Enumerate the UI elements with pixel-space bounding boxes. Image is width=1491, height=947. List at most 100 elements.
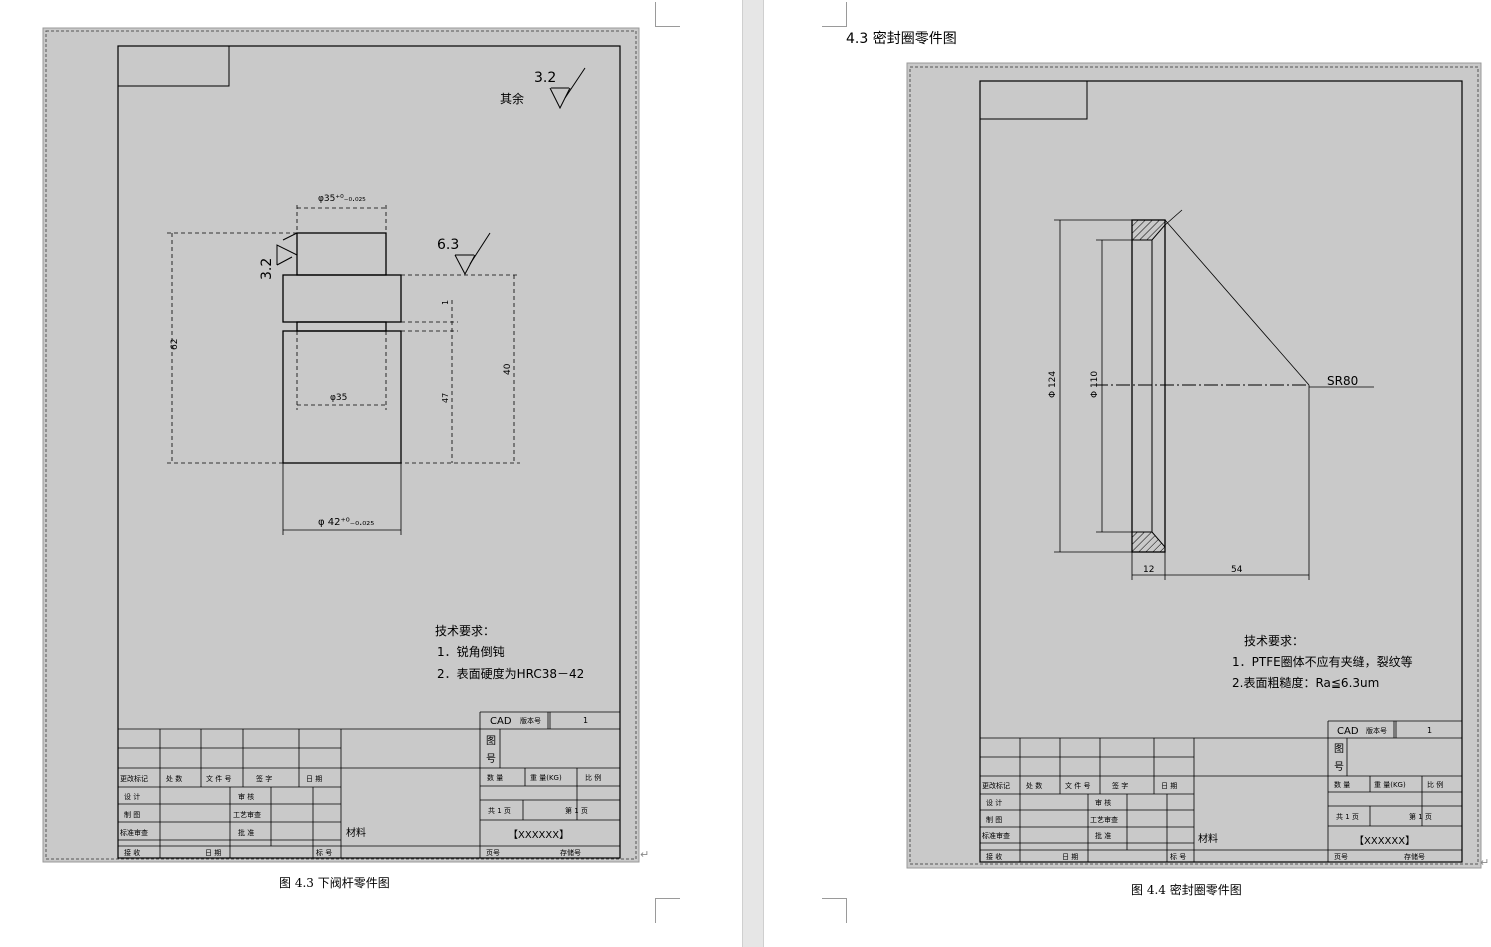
- roughness-left-value: 3.2: [259, 258, 275, 280]
- roughness-other-symbol: [549, 67, 586, 110]
- roughness-other-value: 3.2: [534, 70, 556, 86]
- title-block: [118, 711, 621, 858]
- tb2-date: 日 期: [1062, 853, 1078, 861]
- tb-company: 【XXXXXX】: [508, 829, 569, 841]
- tb-weight: 重 量(KG): [530, 774, 562, 782]
- tech-req-item-1-ring: 1．PTFE圈体不应有夹缝，裂纹等: [1232, 654, 1413, 669]
- tb-count: 处 数: [166, 774, 182, 783]
- tb-drawing-no-2: 号: [486, 753, 496, 765]
- tb2-sign: 签 字: [1112, 781, 1128, 790]
- tb2-page-label: 页号: [1334, 853, 1348, 861]
- dim-inner-diameter-ring: Φ 110: [1090, 371, 1100, 398]
- tb-cad: CAD: [490, 716, 512, 727]
- tb-std: 标准审查: [120, 828, 148, 837]
- section-heading: 4.3 密封圈零件图: [846, 31, 957, 47]
- tb-rev-mark: 更改标记: [120, 774, 148, 783]
- tb2-drawing-no-1: 图: [1334, 743, 1344, 755]
- roughness-mid-symbol: [454, 232, 491, 276]
- tb-process: 工艺审查: [233, 810, 261, 819]
- tb2-approve: 批 准: [1095, 831, 1111, 840]
- crop-mark-bottom-right: [655, 898, 680, 923]
- tb-material: 材料: [346, 826, 366, 839]
- roughness-mid-value: 6.3: [437, 237, 459, 253]
- tb-date: 日 期: [205, 849, 221, 857]
- tb2-version-value: 1: [1427, 726, 1432, 735]
- tb2-receive: 接 收: [986, 852, 1002, 861]
- tb2-mark: 标 号: [1170, 852, 1186, 861]
- dimension-lines: [167, 205, 520, 464]
- seal-ring-part: [1131, 219, 1166, 553]
- tech-req-title-ring: 技术要求：: [1244, 634, 1304, 648]
- tb2-cad: CAD: [1337, 726, 1359, 737]
- dim-top-diameter: φ35⁺⁰₋₀.₀₂₅: [318, 194, 366, 204]
- dim-small-height: 1: [441, 300, 450, 305]
- tb2-page-no: 第 1 页: [1409, 812, 1432, 821]
- document-page-right: 4.3 密封圈零件图: [764, 0, 1491, 947]
- page-gutter: [742, 0, 764, 947]
- figure-caption-right: 图 4.4 密封圈零件图: [1131, 883, 1242, 897]
- dim-radius: SR80: [1327, 374, 1358, 388]
- roughness-left-symbol: [276, 232, 298, 266]
- crop-mark-top-right: [655, 2, 680, 27]
- tb-archive: 存储号: [560, 848, 581, 857]
- tb2-draw: 制 图: [986, 815, 1002, 824]
- tech-req-item-2-ring: 2.表面粗糙度：Ra≦6.3um: [1232, 675, 1379, 690]
- tb-qty: 数 量: [487, 773, 503, 782]
- tb2-check: 审 核: [1095, 798, 1111, 807]
- tb2-design: 设 计: [986, 798, 1002, 807]
- dim-total-height: 62: [170, 339, 180, 350]
- dim-right-height: 40: [503, 363, 513, 375]
- bottom-dimension: [282, 463, 402, 535]
- tb-approve: 批 准: [238, 828, 254, 837]
- tb-receive: 接 收: [124, 848, 140, 857]
- tech-req-item-2: 2．表面硬度为HRC38－42: [437, 666, 584, 681]
- crop-mark-top-left: [822, 2, 847, 27]
- tb-total-pages: 共 1 页: [488, 806, 511, 815]
- tb-page-label: 页号: [486, 849, 500, 857]
- tb2-archive: 存储号: [1404, 852, 1425, 861]
- tb2-count: 处 数: [1026, 781, 1042, 790]
- crop-mark-bottom-left: [822, 898, 847, 923]
- tb2-date-col: 日 期: [1161, 782, 1177, 790]
- tb2-version-label: 版本号: [1366, 726, 1387, 735]
- tb-drawing-no-1: 图: [486, 735, 496, 747]
- tb-page-no: 第 1 页: [565, 806, 588, 815]
- dim-bottom-diameter: φ 42⁺⁰₋₀.₀₂₅: [318, 517, 374, 528]
- document-page-left: 其余 3.2: [0, 0, 742, 947]
- tb-check: 审 核: [238, 792, 254, 801]
- paragraph-mark-right: ↵: [1480, 856, 1490, 869]
- tb2-std: 标准审查: [982, 831, 1010, 840]
- title-block-ring: [980, 720, 1462, 862]
- roughness-other-label: 其余: [500, 91, 524, 106]
- tb2-drawing-no-2: 号: [1334, 761, 1344, 773]
- valve-stem-drawing: 其余 3.2: [42, 27, 640, 863]
- seal-dimensions: [1054, 209, 1374, 580]
- paragraph-mark: ↵: [640, 848, 650, 861]
- tb2-doc-no: 文 件 号: [1065, 781, 1090, 790]
- dim-outer-diameter: Φ 124: [1048, 371, 1058, 398]
- tech-req-title: 技术要求：: [435, 624, 495, 638]
- tb-design: 设 计: [124, 792, 140, 801]
- tb2-qty: 数 量: [1334, 780, 1350, 789]
- tb2-total-pages: 共 1 页: [1336, 812, 1359, 821]
- tb2-weight: 重 量(KG): [1374, 781, 1406, 789]
- tb2-company: 【XXXXXX】: [1354, 835, 1415, 847]
- figure-caption-left: 图 4.3 下阀杆零件图: [279, 876, 390, 890]
- tb-date-col: 日 期: [306, 775, 322, 783]
- tb2-rev-mark: 更改标记: [982, 781, 1010, 790]
- tb2-material: 材料: [1198, 832, 1218, 845]
- tech-req-item-1: 1．锐角倒钝: [437, 645, 505, 659]
- dim-inner-diameter: φ35: [330, 393, 347, 403]
- tb-doc-no: 文 件 号: [206, 774, 231, 783]
- tb-version-label: 版本号: [520, 716, 541, 725]
- dim-width: 12: [1143, 565, 1154, 575]
- tb-draw: 制 图: [124, 810, 140, 819]
- tb-scale: 比 例: [585, 773, 601, 782]
- tb2-process: 工艺审查: [1090, 815, 1118, 824]
- tb-mark: 标 号: [316, 848, 332, 857]
- dim-length: 54: [1231, 565, 1243, 575]
- seal-ring-drawing: Φ 124 Φ 110 SR80 12 54 技术要求： 1．PTFE圈体不应有…: [906, 62, 1482, 869]
- tb2-scale: 比 例: [1427, 780, 1443, 789]
- tb-version-value: 1: [583, 716, 588, 725]
- tb-sign: 签 字: [256, 774, 272, 783]
